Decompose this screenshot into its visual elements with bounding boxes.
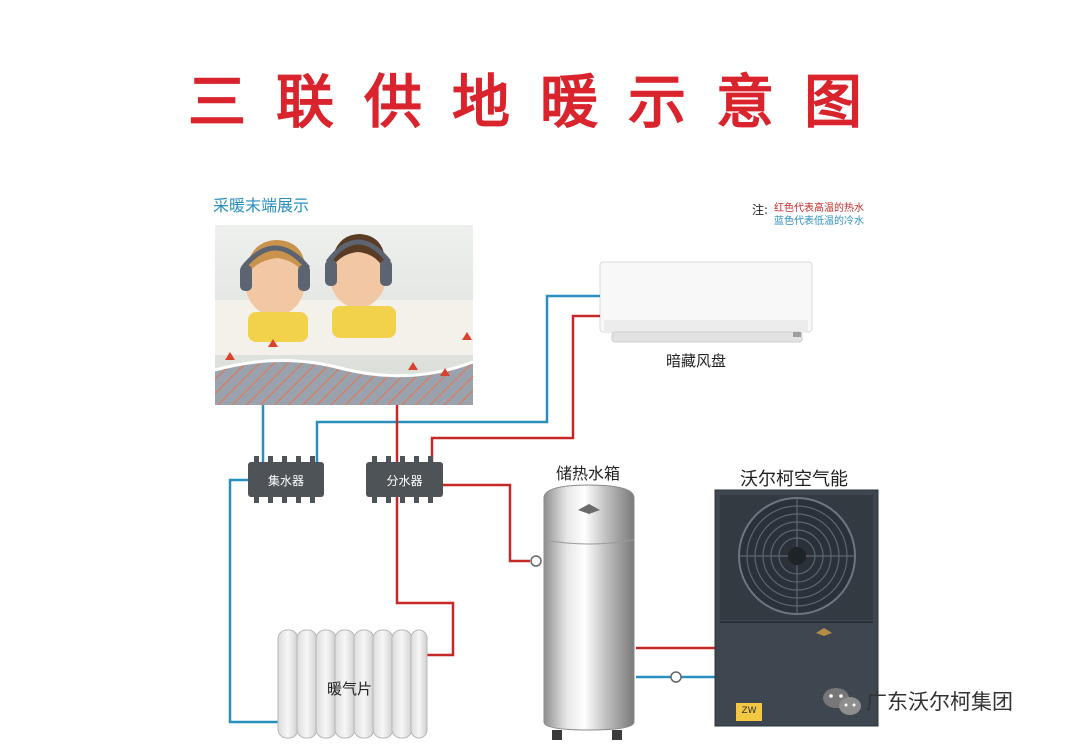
fan-coil-label: 暗藏风盘 [666,352,727,370]
brand-logo: 广东沃尔柯集团 [820,686,1013,716]
page-title: 三联供地暖示意图 [187,68,892,136]
storage-tank-label: 储热水箱 [556,464,621,483]
heat-pump-label: 沃尔柯空气能 [740,469,848,490]
valve-icon [670,671,682,683]
water-collector-box [248,456,324,503]
heating-terminal-caption: 采暖末端展示 [213,196,310,215]
child-left-face [245,248,305,316]
heating-terminal-photo [214,225,474,405]
legend-hot-water: 红色代表高温的热水 [774,203,864,214]
legend-cold-water: 蓝色代表低温的冷水 [774,216,864,227]
wechat-icon [823,688,861,715]
water-distributor-box [366,456,443,503]
heat-pump-unit [714,489,879,727]
radiator-label: 暖气片 [327,680,373,698]
valve-icon [530,555,542,567]
cold-water-pipes [228,294,715,724]
heat-pump-brand-emblem [816,628,832,636]
zw-badge-label: ZW [741,706,757,716]
child-right-face [330,244,386,308]
water-collector-label: 集水器 [267,474,304,488]
storage-tank-unit [543,484,635,740]
legend-note-prefix: 注: [752,203,769,217]
radiator-unit [277,629,428,739]
fan-coil-unit [599,261,813,343]
hot-water-pipes [395,314,715,657]
zw-badge [736,703,762,721]
tank-brand-emblem [578,504,600,514]
brand-logo-text: 广东沃尔柯集团 [866,690,1013,714]
water-distributor-label: 分水器 [386,474,423,488]
